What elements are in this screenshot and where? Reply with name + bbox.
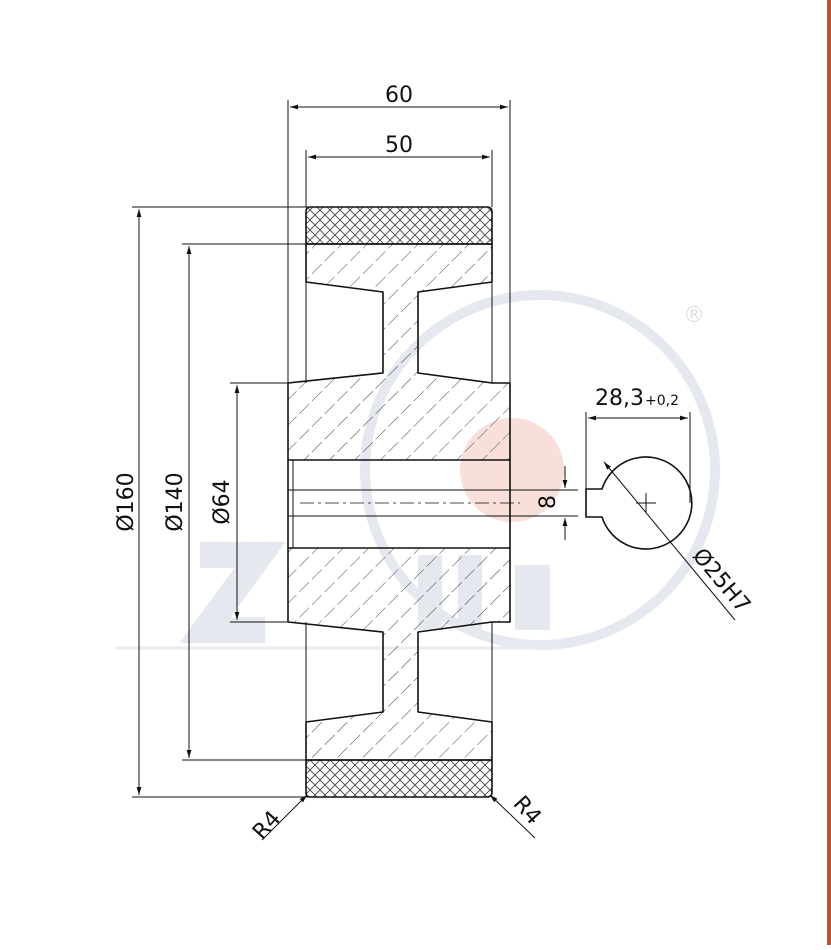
rim-lower [287,547,511,761]
dimension-label-dia-160: Ø160 [114,472,139,531]
bore-detail [585,456,693,550]
dimension-dia-140 [182,243,310,761]
radius-left-leader [261,794,308,841]
dimension-label-dia-140: Ø140 [163,472,188,531]
tread-bottom [305,759,493,798]
dimension-8 [510,466,578,540]
dimension-60 [287,100,511,383]
dimension-28-3 [585,412,691,503]
tread-top [305,206,493,245]
dimension-dia-64 [230,382,290,623]
dimension-dia-160 [132,206,310,798]
page-border-accent [827,0,831,945]
dimension-label-bore: Ø25H7 [687,544,755,618]
dimension-label-60: 60 [385,83,413,108]
dimension-label-50: 50 [385,133,413,158]
rim-upper [287,243,511,461]
dimension-tolerance-28-3: +0,2 [645,393,679,409]
dimension-bore-leader [603,461,736,621]
radius-label-right: R4 [508,791,546,830]
radius-label-left: R4 [248,806,286,845]
dimension-label-28-3: 28,3 [595,386,644,411]
dimension-label-8: 8 [536,495,561,509]
registered-mark: ® [683,303,705,328]
dimension-label-dia-64: Ø64 [210,479,235,524]
radius-right-leader [489,794,536,839]
wheel-section [287,206,520,798]
dimension-50 [305,150,493,207]
